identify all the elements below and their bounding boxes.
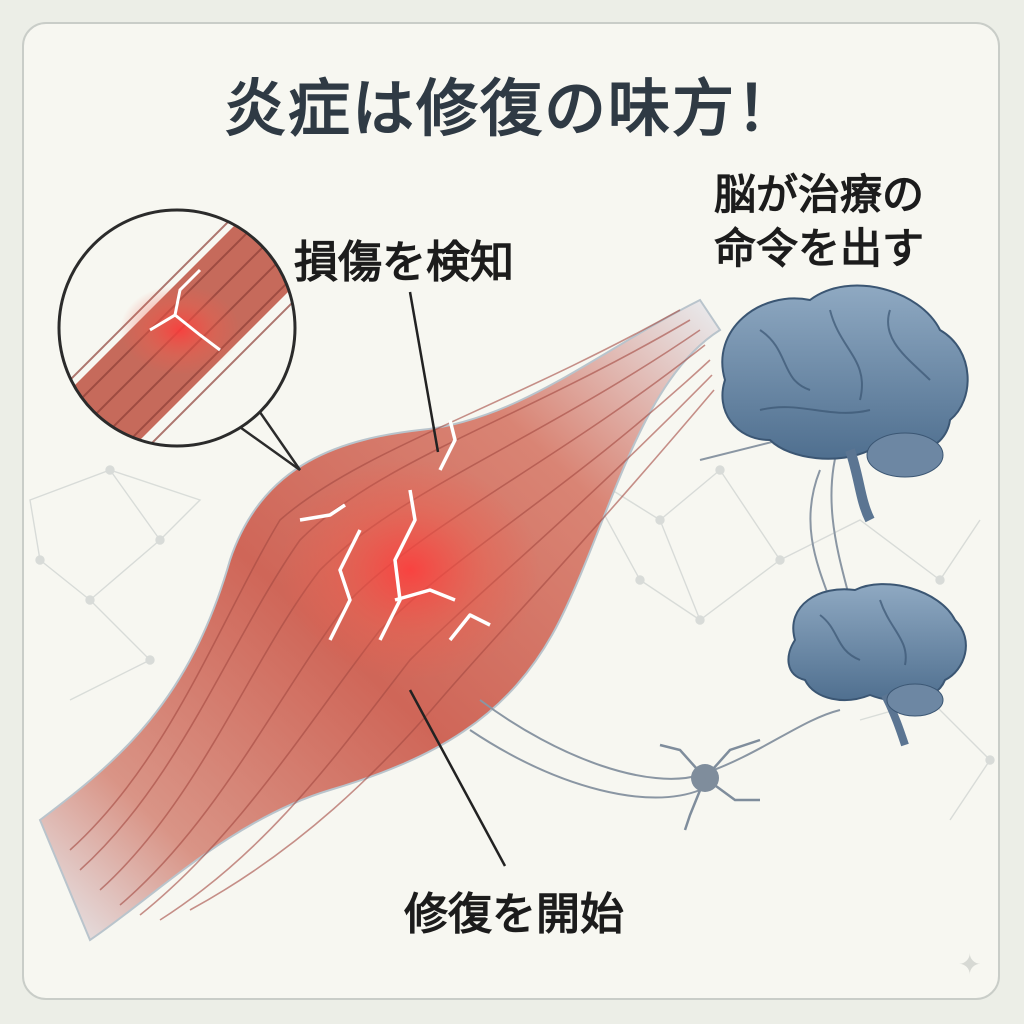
label-brain-line2: 命令を出す xyxy=(714,224,925,273)
brain-icon xyxy=(721,284,969,523)
neuron-icon xyxy=(659,738,761,831)
sparkle-icon: ✦ xyxy=(958,948,982,981)
label-start-repair: 修復を開始 xyxy=(404,889,624,940)
label-detect-damage: 損傷を検知 xyxy=(294,237,514,288)
leader-lines xyxy=(408,291,507,867)
label-brain-command: 脳が治療の 命令を出す xyxy=(714,168,924,276)
muscle-illustration xyxy=(38,298,722,942)
brain-icon-small xyxy=(787,583,967,747)
label-brain-line1: 脳が治療の xyxy=(714,170,925,219)
magnifier-inset xyxy=(57,208,302,472)
page-title: 炎症は修復の味方！ xyxy=(223,72,800,145)
